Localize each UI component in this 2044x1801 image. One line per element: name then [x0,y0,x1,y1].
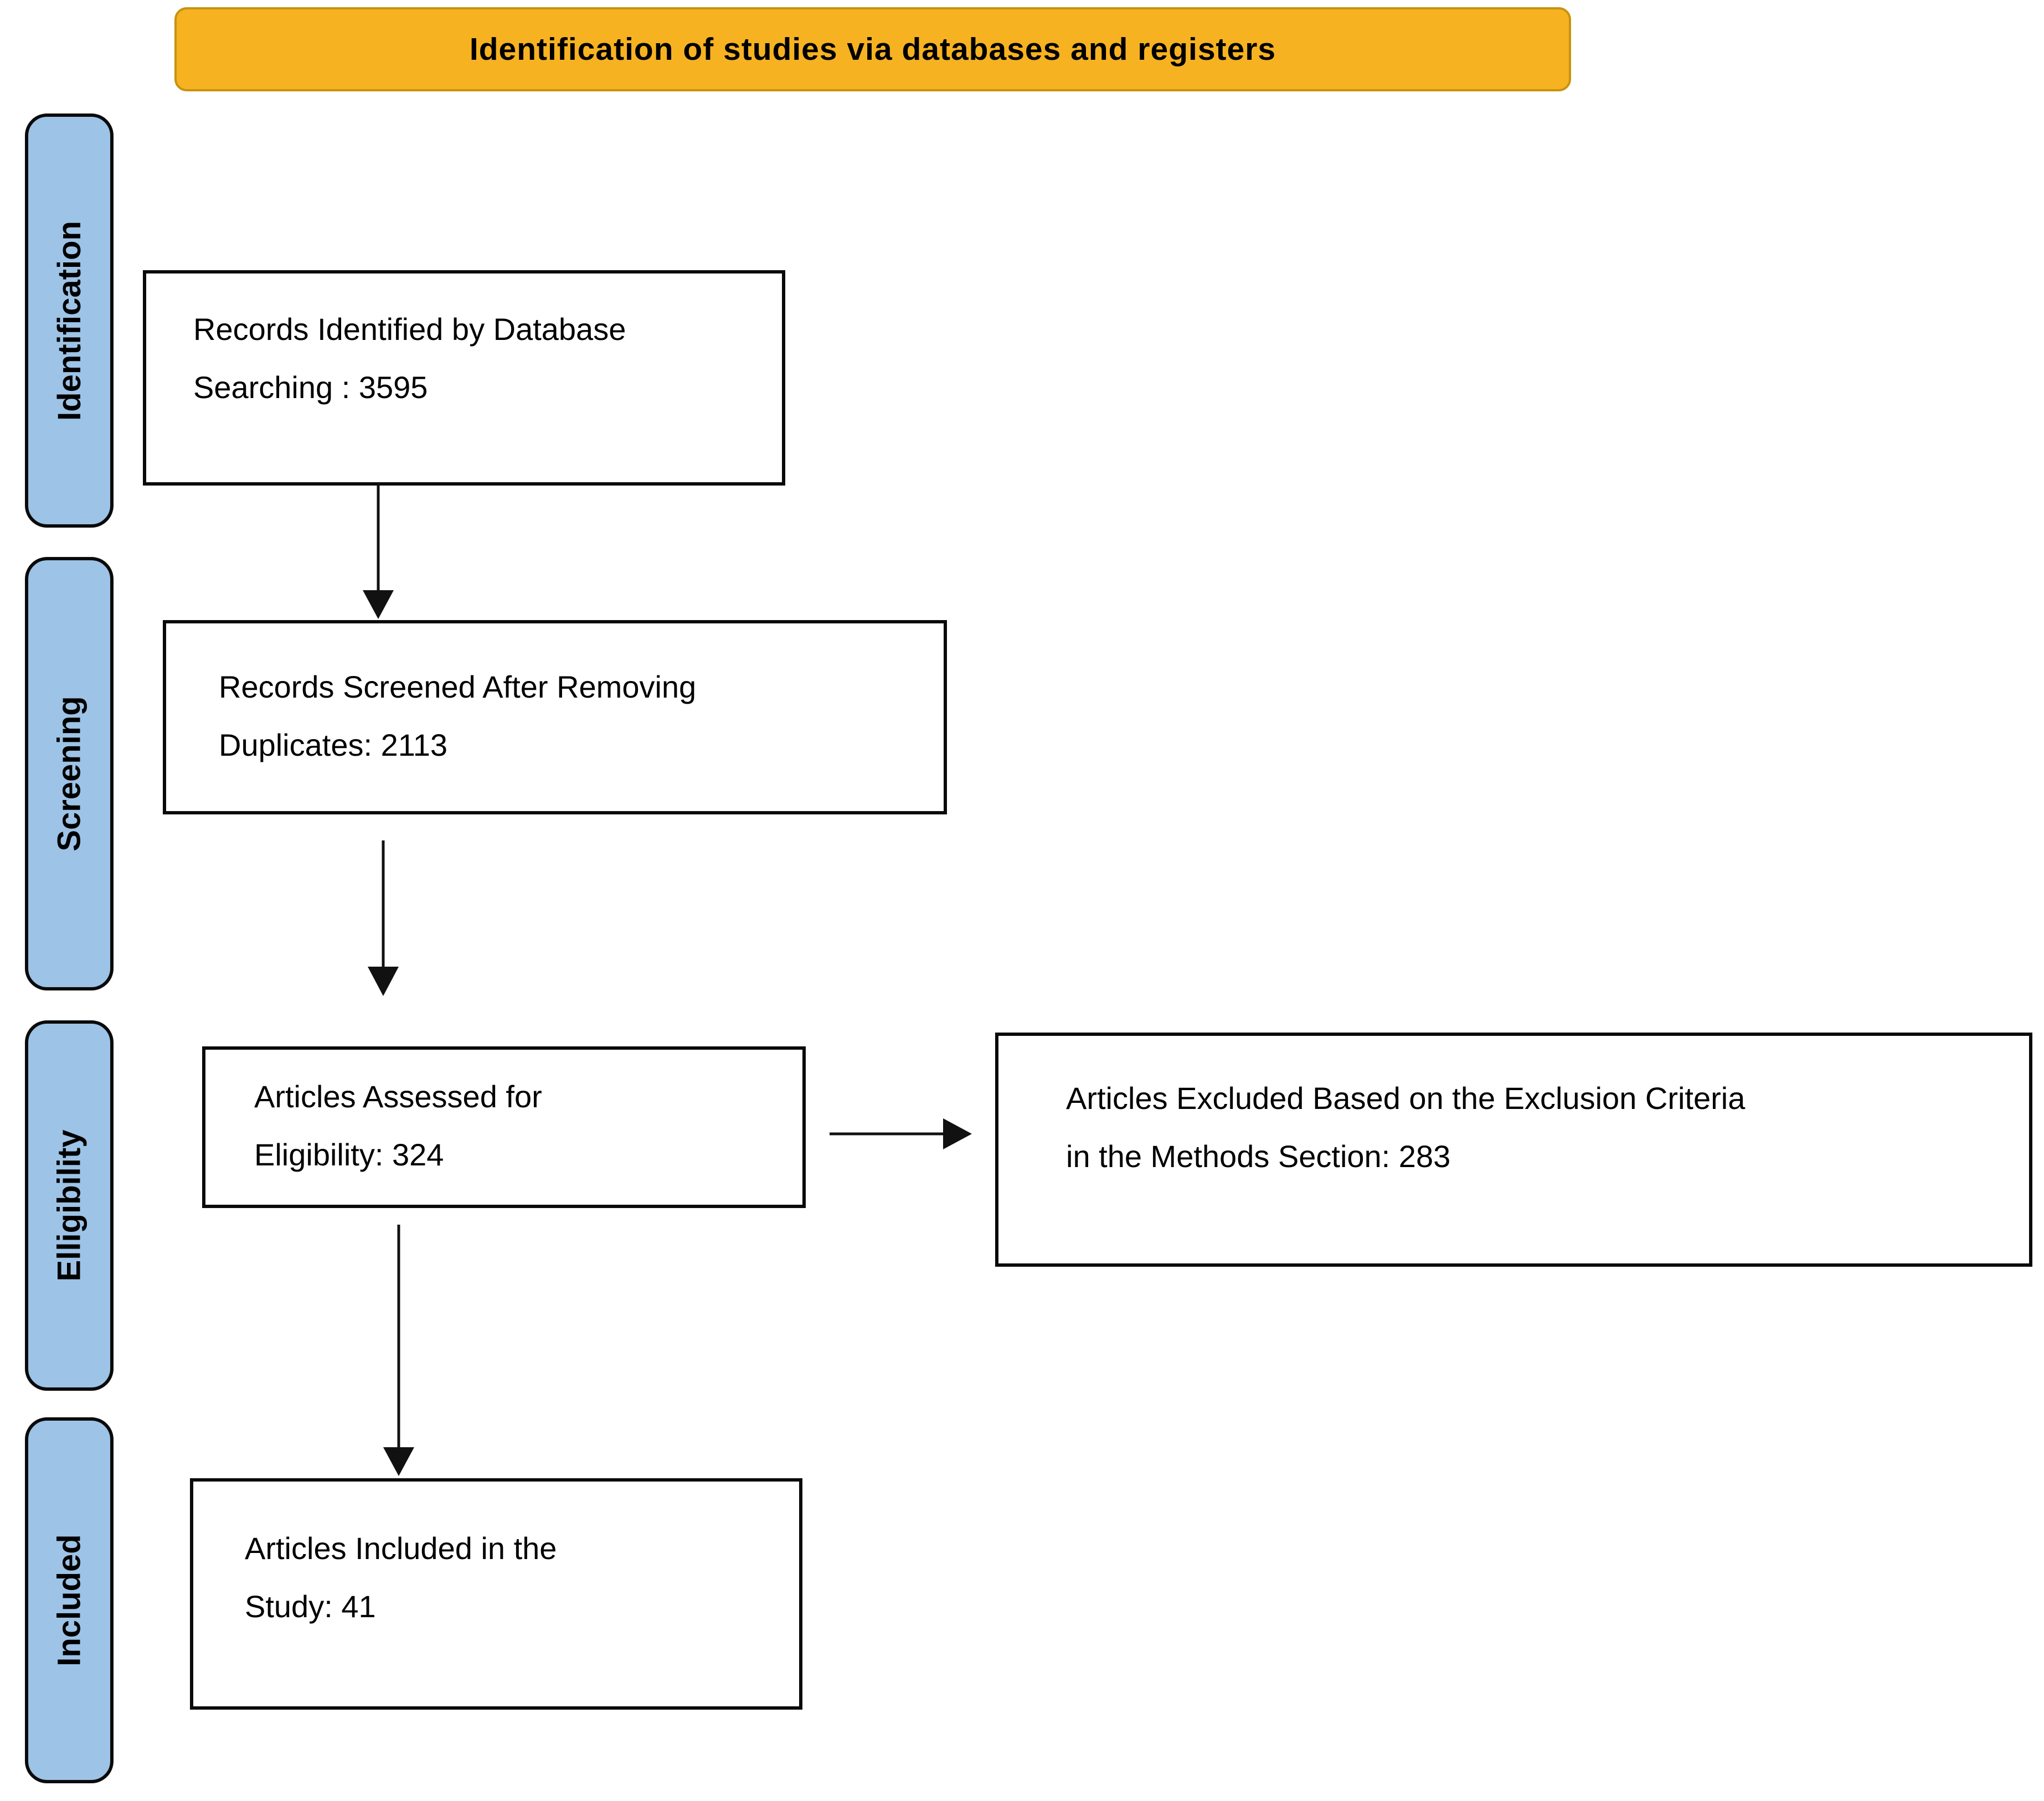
box-records-identified: Records Identified by Database Searching… [143,270,785,486]
arrow-identified-to-screened [363,483,394,619]
stage-screening-label: Screening [51,696,87,852]
box-records-screened-line2: Duplicates: 2113 [219,727,447,762]
box-articles-assessed: Articles Assessed for Eligibility: 324 [202,1046,806,1208]
stage-identification-label: Identification [51,220,87,421]
box-articles-excluded: Articles Excluded Based on the Exclusion… [995,1033,2032,1267]
title-banner: Identification of studies via databases … [174,7,1571,91]
box-articles-excluded-line1: Articles Excluded Based on the Exclusion… [1066,1081,1746,1116]
box-articles-assessed-line2: Eligibility: 324 [254,1137,444,1172]
box-articles-excluded-line2: in the Methods Section: 283 [1066,1139,1451,1174]
box-articles-included: Articles Included in the Study: 41 [190,1478,802,1710]
box-articles-included-line1: Articles Included in the [245,1531,557,1566]
arrow-assessed-to-included [383,1225,414,1476]
box-records-screened-line1: Records Screened After Removing [219,669,697,704]
box-records-identified-line1: Records Identified by Database [193,312,626,347]
arrow-screened-down [368,840,399,996]
arrow-assessed-to-excluded [830,1118,972,1149]
box-articles-included-line2: Study: 41 [245,1589,376,1624]
stage-eligibility: Elligibility [25,1020,114,1391]
stage-included-label: Included [51,1534,87,1666]
stage-eligibility-label: Elligibility [51,1129,87,1282]
stage-screening: Screening [25,557,114,990]
box-records-identified-line2: Searching : 3595 [193,370,428,405]
stage-identification: Identification [25,113,114,528]
box-records-screened: Records Screened After Removing Duplicat… [163,620,947,814]
stage-included: Included [25,1417,114,1783]
box-articles-assessed-line1: Articles Assessed for [254,1079,542,1114]
title-banner-label: Identification of studies via databases … [469,32,1276,67]
